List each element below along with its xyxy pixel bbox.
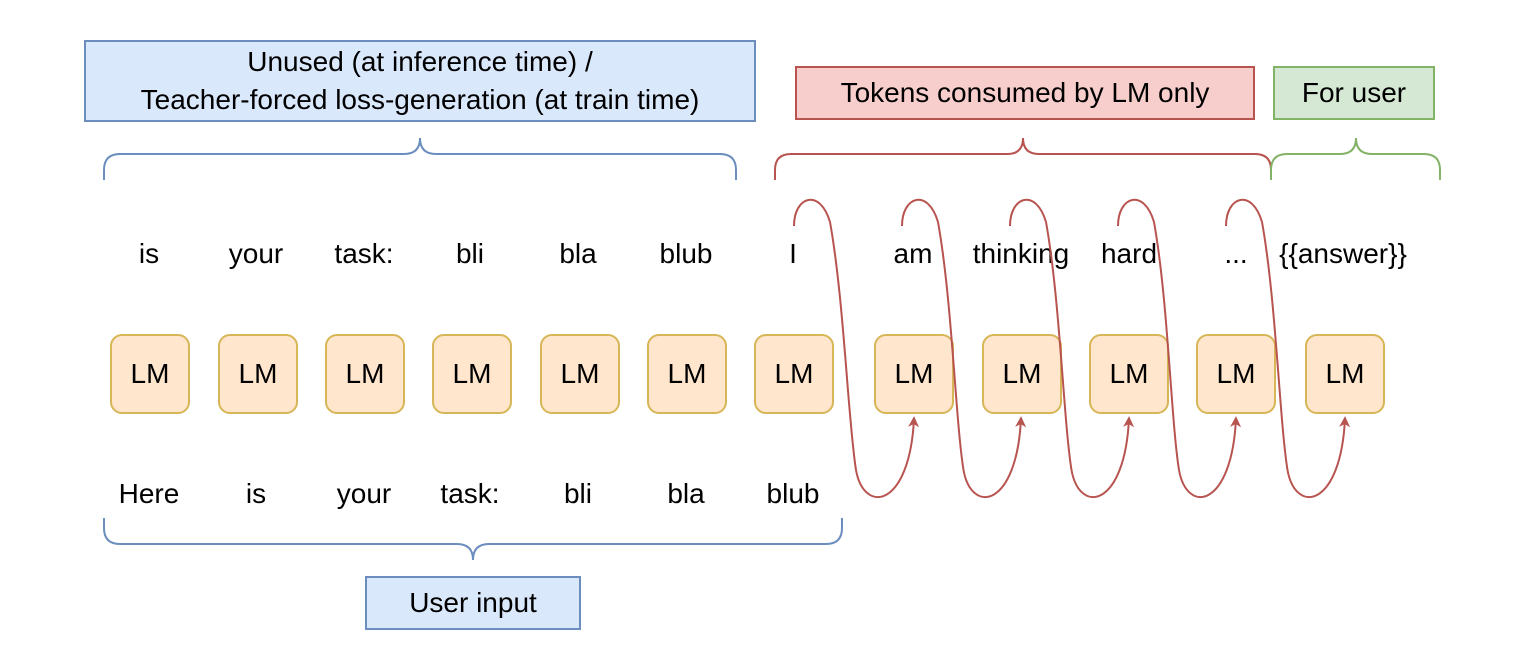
input-token-blub-6: blub [766,478,820,509]
output-token-am-7: am [893,238,933,269]
input-token-here-0: Here [118,478,180,509]
lm-block-6: LM [647,334,727,414]
lm-block-5: LM [540,334,620,414]
input-token-task-3: task: [440,478,500,509]
user-input-brace [103,518,843,561]
lm-block-9: LM [982,334,1062,414]
output-token-is-0: is [138,238,160,269]
unused-label-box: Unused (at inference time) / Teacher-for… [84,40,756,122]
output-token-your-1: your [228,238,284,269]
output-token-answer-11: {{answer}} [1279,238,1407,269]
lm-block-11: LM [1196,334,1276,414]
output-token-blub-5: blub [659,238,713,269]
feedback-arrow-2 [901,199,1027,498]
input-token-your-2: your [336,478,392,509]
unused-brace [103,137,737,180]
lm-block-8: LM [874,334,954,414]
lm-block-12: LM [1305,334,1385,414]
feedback-arrows [793,199,1351,498]
output-token-bli-3: bli [455,238,484,269]
lm-only-label-box: Tokens consumed by LM only [795,66,1255,120]
feedback-arrow-1 [793,199,920,498]
input-token-is-1: is [245,478,267,509]
input-token-bla-5: bla [667,478,705,509]
user-input-label: User input [409,587,537,619]
lm-block-2: LM [218,334,298,414]
input-token-bli-4: bli [563,478,592,509]
output-token-hard-9: hard [1100,238,1158,269]
for-user-brace [1270,137,1441,180]
feedback-arrow-4 [1117,199,1242,498]
lm-block-7: LM [754,334,834,414]
feedback-arrow-3 [1009,199,1135,498]
unused-label-line1: Unused (at inference time) / [247,46,593,78]
lm-block-10: LM [1089,334,1169,414]
for-user-label-box: For user [1273,66,1435,120]
lm-only-label: Tokens consumed by LM only [840,77,1210,109]
output-token-ellipsis-10: ... [1224,238,1248,269]
feedback-arrow-5 [1225,199,1351,498]
lm-block-3: LM [325,334,405,414]
unused-label-line2: Teacher-forced loss-generation (at train… [140,84,700,115]
output-token-i-6: I [789,238,797,269]
lm-block-4: LM [432,334,512,414]
output-token-bla-4: bla [559,238,597,269]
for-user-label: For user [1301,77,1407,109]
user-input-label-box: User input [365,576,581,630]
lm-block-1: LM [110,334,190,414]
output-token-task-2: task: [334,238,394,269]
lm-only-brace [774,137,1272,180]
